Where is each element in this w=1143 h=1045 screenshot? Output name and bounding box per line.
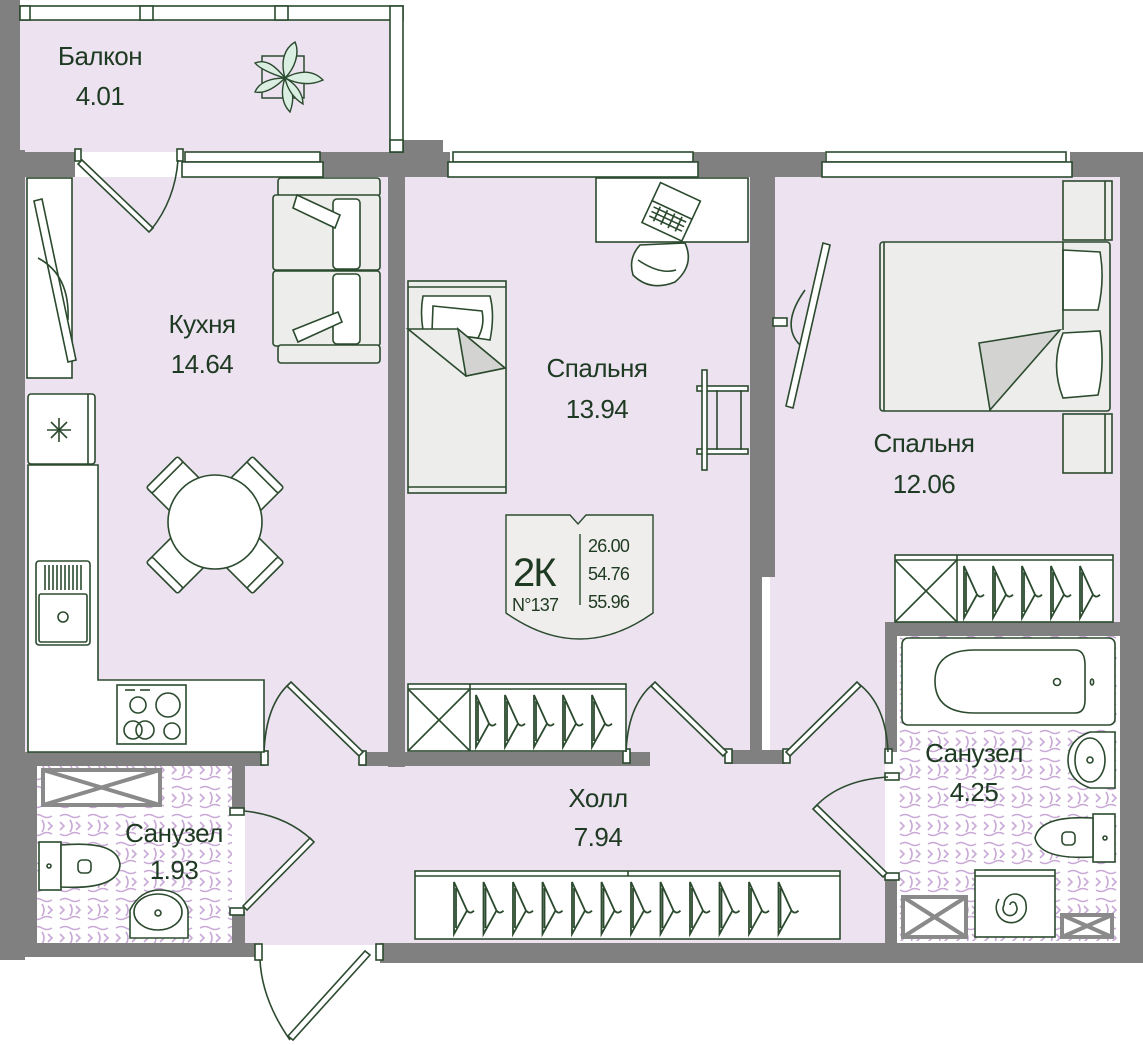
hanger-icon (571, 881, 593, 938)
sofa-icon (272, 177, 381, 364)
walls (0, 0, 1143, 963)
bedroom2-area: 12.06 (893, 469, 956, 499)
balcony-area: 4.01 (76, 81, 125, 111)
hanger-icon (718, 881, 741, 938)
hanger-icon (512, 881, 534, 938)
hall: Холл 7.94 (414, 783, 841, 940)
hall-name: Холл (568, 783, 627, 813)
bathroom-large: Санузел 4.25 (901, 637, 1116, 939)
hanger-icon (453, 881, 475, 938)
balcony: Балкон 4.01 (19, 5, 404, 153)
nightstand-icon (1062, 180, 1113, 241)
hanger-icon (748, 881, 770, 938)
hanger-icon (475, 694, 497, 751)
bathroom-large-name: Санузел (925, 738, 1023, 768)
hall-area: 7.94 (574, 822, 623, 852)
hanger-icon (533, 694, 555, 751)
kitchen-name: Кухня (168, 309, 235, 339)
hanger-icon (777, 881, 800, 938)
hanger-icon (689, 881, 711, 938)
sink-icon (35, 560, 91, 646)
badge-area-total: 54.76 (588, 564, 630, 584)
hanger-icon (562, 694, 584, 751)
bed-icon (879, 241, 1111, 412)
window-icon (821, 151, 1073, 178)
door-icon (811, 772, 900, 881)
laptop-icon (640, 181, 702, 243)
stove-icon (116, 684, 187, 745)
hanger-icon (1079, 565, 1101, 622)
entrance-door-icon (254, 943, 384, 1042)
bedroom2-name: Спальня (874, 428, 975, 458)
hanger-icon (591, 694, 613, 751)
bedroom1-name: Спальня (547, 353, 648, 383)
door-icon (260, 680, 367, 766)
hanger-icon (482, 881, 505, 938)
nightstand-icon (1062, 413, 1113, 474)
balcony-side-rail (389, 5, 404, 153)
washing-machine-icon (974, 869, 1056, 938)
badge-number: N°137 (512, 595, 559, 615)
toilet-icon (1034, 813, 1116, 863)
bathroom-small-name: Санузел (125, 818, 223, 848)
shaft-icon (41, 768, 162, 807)
plant-icon (253, 40, 325, 114)
wardrobe-icon (407, 683, 627, 752)
window-icon (447, 151, 699, 178)
hanger-icon (504, 694, 526, 751)
bathroom-small-area: 1.93 (150, 855, 199, 885)
hanger-group (963, 565, 1101, 622)
window-icon (181, 151, 324, 178)
door-icon (74, 148, 184, 234)
bathtub-icon (901, 637, 1116, 726)
hanger-icon (1021, 565, 1043, 622)
hanger-icon (600, 881, 623, 938)
hanger-icon (1050, 565, 1072, 622)
tv-icon (772, 241, 831, 410)
hanger-icon (992, 565, 1014, 622)
door-icon (782, 680, 893, 764)
bathroom-large-area: 4.25 (950, 777, 999, 807)
bathroom-small: Санузел 1.93 (38, 768, 223, 939)
snowflake-icon (47, 418, 71, 442)
badge-type: 2К (513, 551, 557, 595)
kitchen: Кухня 14.64 (26, 177, 381, 753)
hanger-icon (963, 565, 985, 622)
washbasin-icon (1067, 731, 1116, 789)
fridge-icon (27, 393, 96, 465)
bedroom1-area: 13.94 (566, 394, 629, 424)
wardrobe-icon (414, 870, 841, 940)
shaft-icon (901, 895, 968, 939)
shaft-icon (1060, 913, 1114, 939)
hanger-icon (630, 881, 652, 938)
hall-strip-right (770, 577, 885, 767)
badge-area-living: 26.00 (588, 536, 630, 556)
toilet-icon (38, 841, 121, 891)
tv-icon (26, 177, 77, 379)
hanger-group (475, 694, 613, 751)
bed-icon (405, 280, 507, 494)
shelf-icon (696, 369, 749, 471)
kitchen-area: 14.64 (171, 349, 234, 379)
door-icon (229, 807, 316, 916)
apartment-badge: 2К N°137 26.00 54.76 55.96 (505, 514, 654, 640)
bedroom-1: Спальня 13.94 (405, 177, 749, 752)
badge-area-with-balcony: 55.96 (588, 592, 630, 612)
windows (181, 151, 1073, 178)
bedroom-2: Спальня 12.06 (772, 180, 1114, 623)
balcony-window-rail (19, 5, 404, 21)
dining-table-icon (146, 456, 284, 594)
balcony-name: Балкон (58, 41, 142, 71)
doors (74, 148, 900, 1042)
hanger-icon (541, 881, 564, 938)
hanger-group (453, 881, 800, 938)
chair-icon (630, 242, 690, 287)
balcony-floor (20, 20, 403, 152)
hanger-icon (659, 881, 682, 938)
washbasin-icon (129, 889, 189, 939)
kitchen-counter (27, 464, 265, 753)
